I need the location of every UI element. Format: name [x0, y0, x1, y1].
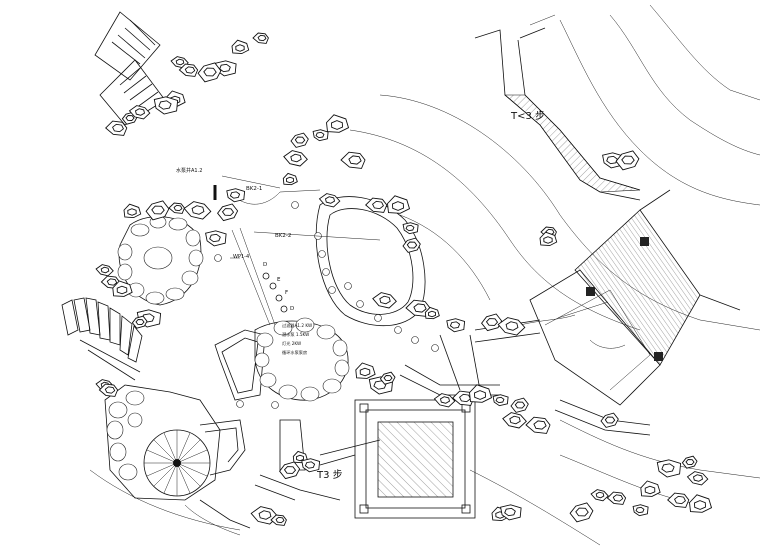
rock-boulder-detail: [324, 196, 336, 204]
rock-boulder-detail: [449, 321, 461, 329]
terrace-plaza: [529, 189, 741, 406]
rock-boulder-detail: [348, 155, 362, 165]
rock-boulder-detail: [100, 266, 110, 274]
rock-boulder-detail: [661, 463, 675, 473]
rock-boulder-detail: [221, 208, 235, 216]
rock-boulder-detail: [331, 120, 343, 130]
rock-boulder-detail: [209, 233, 221, 243]
rock-boulder-detail: [612, 494, 624, 502]
rock-boulder-detail: [290, 153, 302, 163]
rock-boulder-detail: [439, 396, 451, 404]
rock-boulder-detail: [116, 285, 128, 295]
rock-boulder-detail: [184, 66, 196, 74]
rock-clusters: [95, 32, 713, 526]
rock-boulder-detail: [606, 155, 618, 165]
rock-boulder-detail: [229, 191, 241, 199]
rock-boulder-detail: [621, 155, 635, 165]
point-d2-label: D: [290, 306, 294, 312]
rock-boulder-detail: [286, 176, 294, 184]
point-d-label: D: [263, 262, 267, 268]
annotation-leaders: [213, 175, 576, 326]
rock-boulder-detail: [135, 319, 145, 325]
top-left-steps: [94, 11, 166, 126]
equipment-note-3: 灯光 2KW: [282, 340, 301, 347]
rock-boulder-detail: [474, 390, 486, 400]
rock-boulder-detail: [405, 224, 415, 232]
area-label-top: T<3 步: [510, 110, 545, 122]
wp-label: WP1-4: [233, 254, 249, 260]
rock-boulder-detail: [294, 136, 306, 144]
equipment-note-2: 潜水泵 1.5KW: [282, 331, 309, 338]
rock-boulder-detail: [372, 200, 384, 210]
square-pavilion: [354, 399, 476, 519]
plan-labels: 水泵井A1.2 BK2-1 BK2-2 WP1-4 D E F D 过滤器A1.…: [176, 167, 312, 356]
rock-boulder-detail: [359, 367, 371, 377]
rock-boulder-detail: [203, 67, 217, 77]
rock-boulder-detail: [509, 415, 521, 425]
rock-boulder-detail: [383, 375, 393, 381]
area-label-bottom: T3 步: [316, 469, 343, 481]
left-steps: [61, 297, 143, 381]
rock-boulder-detail: [505, 321, 519, 331]
pump-label: 水泵井A1.2: [176, 167, 202, 174]
rock-boulder-detail: [296, 454, 304, 462]
rock-boulder-detail: [127, 208, 137, 216]
rock-boulder-detail: [257, 34, 267, 42]
rock-boulder-detail: [258, 510, 272, 520]
rock-boulder-detail: [543, 236, 553, 244]
rock-boulder-detail: [315, 131, 325, 139]
equipment-note-4: 循环水泵泵房: [282, 349, 307, 356]
top-right-stair-path: T<3 步: [474, 14, 641, 201]
rock-boulder-detail: [685, 459, 695, 465]
rock-boulder-detail: [191, 205, 205, 215]
rock-boulder-detail: [413, 303, 427, 313]
rock-boulder-detail: [112, 123, 124, 133]
cobble-pool-left: [117, 215, 204, 306]
rock-boulder-detail: [125, 115, 135, 121]
rock-boulder-detail: [533, 420, 547, 430]
rock-boulder-detail: [694, 500, 706, 510]
rock-boulder-detail: [304, 461, 316, 469]
rock-boulder-detail: [595, 491, 605, 499]
rock-boulder-detail: [635, 506, 645, 514]
bk2-1-label: BK2-1: [246, 186, 262, 192]
rock-boulder-detail: [104, 386, 116, 394]
round-pool-left: [104, 384, 251, 529]
rock-boulder-detail: [504, 507, 516, 517]
rock-boulder-detail: [151, 205, 165, 215]
rock-boulder-detail: [235, 44, 245, 52]
rock-boulder-detail: [604, 416, 616, 424]
rock-boulder-detail: [379, 295, 391, 305]
rock-boulder-detail: [644, 485, 656, 495]
rock-boulder-detail: [459, 393, 471, 403]
rock-boulder-detail: [158, 100, 172, 110]
cobble-pool-center: [254, 317, 350, 402]
pipe-markers: [262, 272, 288, 313]
bk2-2-label: BK2-2: [275, 233, 291, 239]
rock-boulder-detail: [219, 63, 231, 73]
rock-boulder-detail: [674, 495, 686, 505]
rock-boulder-detail: [692, 474, 704, 482]
rock-boulder-detail: [495, 396, 505, 404]
equipment-note-1: 过滤器A1.2 KW: [282, 322, 312, 329]
rock-boulder-detail: [173, 204, 183, 212]
rock-boulder-detail: [514, 401, 526, 409]
rock-boulder-detail: [428, 310, 436, 318]
rock-boulder-detail: [392, 201, 404, 211]
rock-boulder-detail: [134, 108, 146, 116]
rock-boulder-detail: [283, 466, 297, 474]
rock-boulder-detail: [485, 318, 499, 326]
rock-boulder-detail: [275, 516, 285, 524]
rock-boulder-detail: [175, 58, 185, 66]
rock-boulder-detail: [575, 507, 589, 517]
point-e-label: E: [277, 277, 281, 283]
rock-boulder-detail: [106, 278, 118, 286]
point-f-label: F: [285, 290, 288, 296]
rock-boulder-detail: [406, 241, 418, 249]
